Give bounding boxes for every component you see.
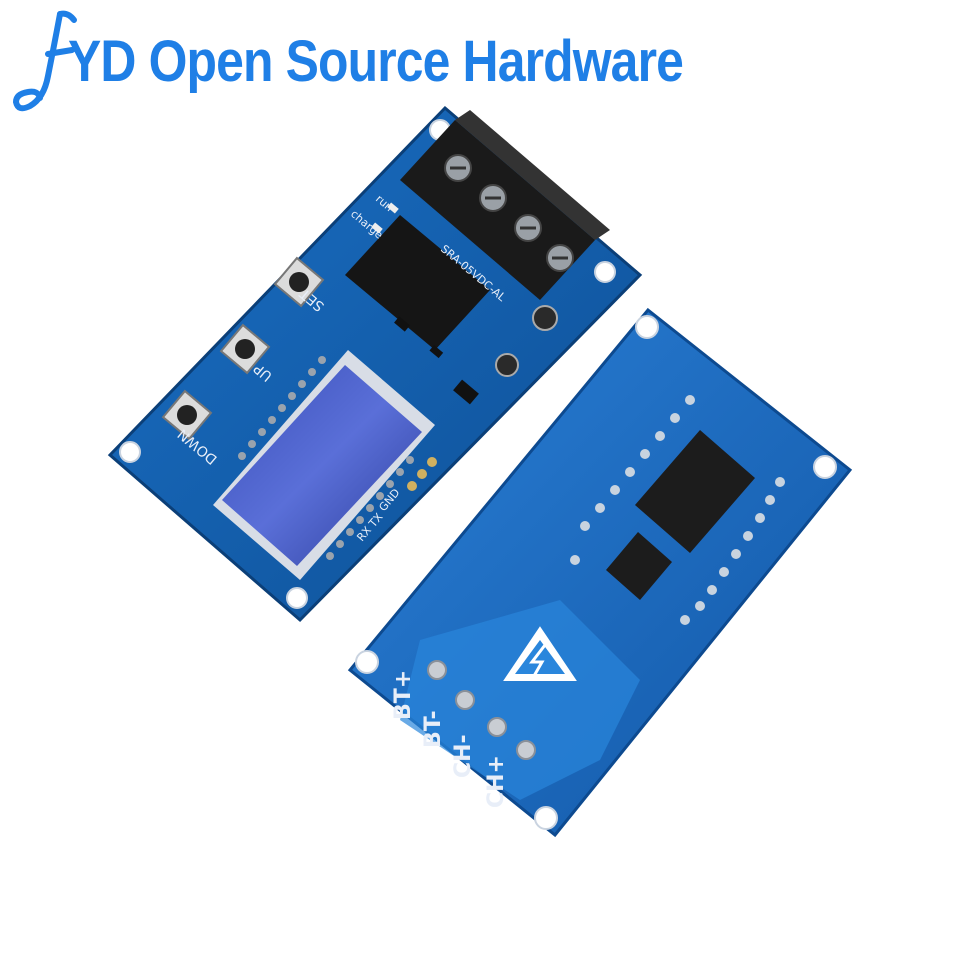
terminal-bt-minus-label: BT- xyxy=(421,710,446,748)
terminal-ch-plus-label: CH+ xyxy=(484,755,509,808)
screw-terminal-block xyxy=(400,110,610,300)
brand-title: YD Open Source Hardware xyxy=(68,28,684,94)
terminal-ch-minus-label: CH- xyxy=(451,734,476,778)
lcd-display xyxy=(213,350,435,580)
back-board: BT+ BT- CH- CH+ xyxy=(347,307,853,838)
terminal-bt-plus-label: BT+ xyxy=(391,670,416,720)
music-note-logo-icon xyxy=(12,10,77,112)
brand-header: YD Open Source Hardware xyxy=(8,6,783,116)
high-voltage-warning-icon xyxy=(503,626,577,681)
secondary-ic xyxy=(606,532,672,600)
front-board: SRA-05VDC-AL run charge SET UP DOWN xyxy=(107,105,643,623)
button-up: UP xyxy=(219,323,276,384)
main-ic xyxy=(635,430,755,553)
